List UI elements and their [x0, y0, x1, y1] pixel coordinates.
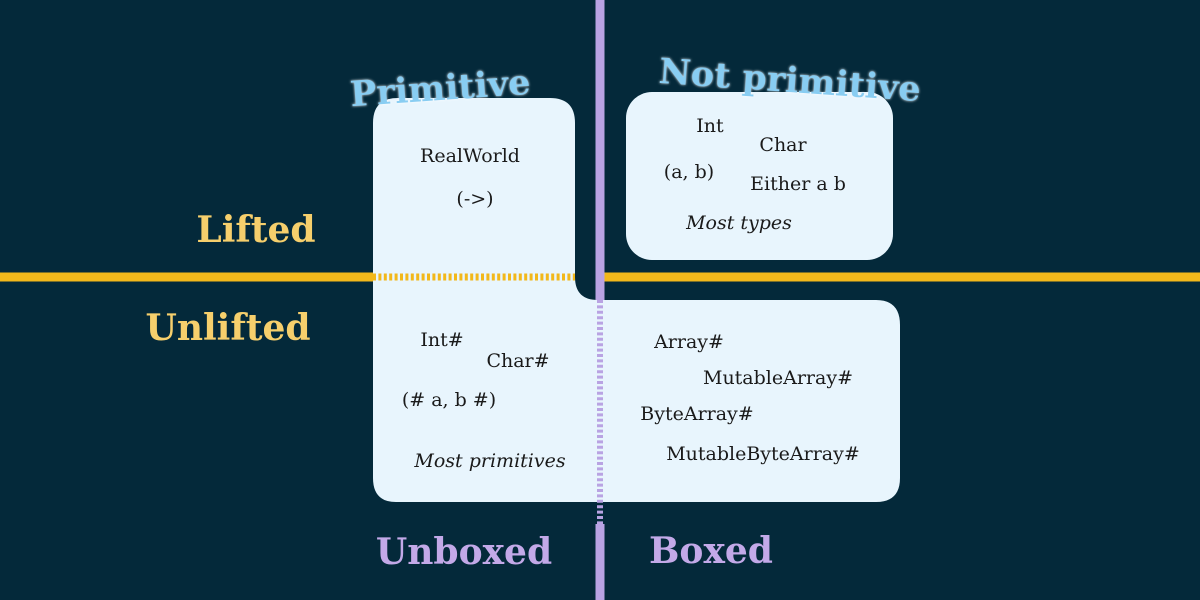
note-most-types: Most types	[685, 212, 792, 234]
not-primitive-region	[626, 92, 893, 260]
type-mutablebytearray-hash: MutableByteArray#	[666, 443, 860, 465]
type-tuple: (a, b)	[664, 161, 714, 183]
type-int-hash: Int#	[420, 329, 463, 351]
type-array-hash: Array#	[653, 331, 724, 353]
note-most-primitives: Most primitives	[413, 450, 565, 472]
type-either: Either a b	[750, 173, 846, 195]
unboxed-label: Unboxed	[376, 531, 552, 573]
type-bytearray-hash: ByteArray#	[640, 403, 753, 425]
type-char: Char	[759, 134, 807, 156]
type-mutablearray-hash: MutableArray#	[703, 367, 853, 389]
lifted-label: Lifted	[196, 209, 315, 251]
boxed-label: Boxed	[649, 530, 773, 572]
type-unboxed-tuple: (# a, b #)	[402, 389, 496, 411]
primitive-region	[373, 98, 900, 502]
type-char-hash: Char#	[486, 350, 549, 372]
type-function-arrow: (->)	[456, 188, 493, 210]
type-realworld: RealWorld	[420, 145, 520, 167]
unlifted-label: Unlifted	[145, 307, 310, 349]
type-int: Int	[696, 115, 724, 137]
